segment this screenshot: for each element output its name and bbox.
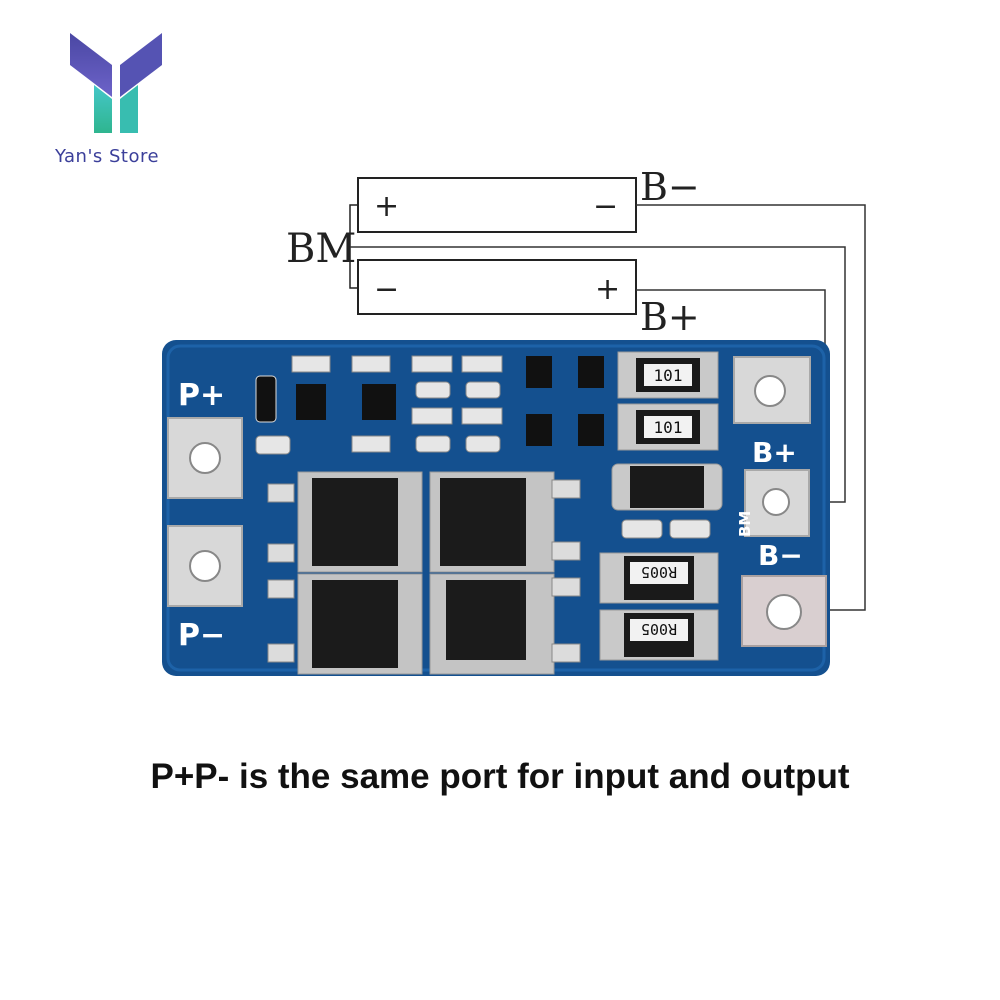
store-name: Yan's Store [55, 146, 160, 167]
b-plus-board-label: B+ [752, 436, 797, 469]
resistor-r005-top-label: R005 [641, 563, 677, 581]
cell-bottom-left-sign: − [374, 272, 399, 307]
resistor-101-bottom: 101 [617, 403, 719, 451]
mosfet-group [267, 471, 581, 675]
cell-bottom-right-sign: + [595, 272, 620, 307]
battery-cell-bottom [357, 259, 637, 315]
resistor-r005-bottom: R005 [599, 609, 719, 661]
wire-b-minus [636, 204, 866, 611]
wiring-diagram: + − − + BM B− B+ [286, 165, 866, 611]
mosfet-4 [446, 580, 526, 660]
p-minus-label: P− [178, 618, 225, 653]
resistor-r005-top: R005 [599, 552, 719, 604]
pcb-board: P+ P− B+ BM B− 101 101 [162, 340, 830, 676]
b-plus-label: B+ [640, 295, 700, 339]
bm-board-label: BM [736, 511, 754, 537]
b-minus-label: B− [640, 165, 700, 209]
resistor-101-top: 101 [617, 351, 719, 399]
small-components [255, 355, 604, 455]
store-logo [70, 33, 162, 133]
resistor-r005-bottom-label: R005 [641, 620, 677, 638]
mosfet-3 [440, 478, 526, 566]
mosfet-1 [312, 478, 398, 566]
b-minus-pad [741, 575, 827, 647]
cell-top-right-sign: − [593, 189, 618, 224]
caption: P+P- is the same port for input and outp… [150, 757, 850, 796]
resistor-101-bottom-label: 101 [654, 418, 683, 437]
p-plus-label: P+ [178, 378, 225, 413]
cell-top-left-sign: + [374, 189, 399, 224]
b-minus-board-label: B− [758, 539, 803, 572]
resistor-101-top-label: 101 [654, 366, 683, 385]
mosfet-2 [312, 580, 398, 668]
bm-label: BM [286, 226, 356, 272]
